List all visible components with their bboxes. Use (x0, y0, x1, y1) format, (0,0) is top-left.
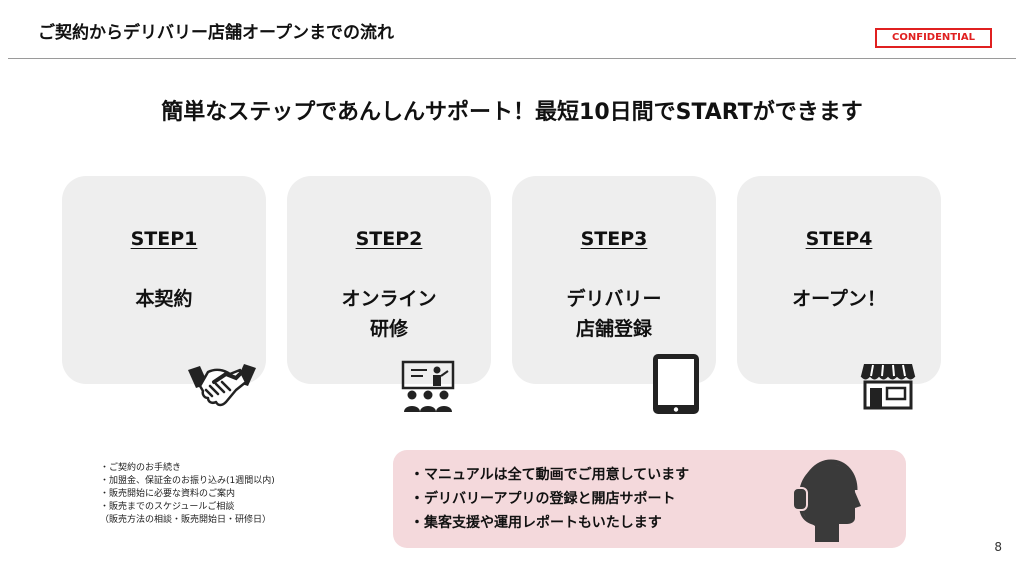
step-label-line1: 本契約 (135, 288, 193, 310)
contract-notes: ・ご契約のお手続き ・加盟金、保証金のお振り込み(1週間以内) ・販売開始に必要… (100, 462, 275, 527)
note-item: （販売方法の相談・販売開始日・研修日） (100, 515, 272, 525)
page-number: 8 (994, 540, 1002, 554)
header-divider (8, 58, 1016, 59)
page-title: ご契約からデリバリー店舗オープンまでの流れ (38, 23, 394, 43)
step-card-2: STEP2 オンライン 研修 (287, 176, 491, 384)
step-number: STEP3 (580, 228, 648, 250)
support-list: ・マニュアルは全て動画でご用意しています ・デリバリーアプリの登録と開店サポート… (410, 463, 689, 535)
presentation-training-icon (401, 360, 455, 412)
storefront-icon (860, 364, 916, 410)
step-label-line1: デリバリー (566, 288, 662, 310)
step-label-line2: 研修 (369, 318, 408, 340)
note-item: ・ご契約のお手続き (100, 463, 182, 473)
step-card-3: STEP3 デリバリー 店舗登録 (512, 176, 716, 384)
support-item: ・マニュアルは全て動画でご用意しています (410, 467, 690, 483)
step-number: STEP1 (130, 228, 198, 250)
step-label: オンライン 研修 (287, 284, 491, 344)
step-label-line2: 店舗登録 (575, 318, 652, 340)
note-item: ・販売までのスケジュールご相談 (100, 502, 235, 512)
step-card-4: STEP4 オープン！ (737, 176, 941, 384)
note-item: ・販売開始に必要な資料のご案内 (100, 489, 236, 499)
step-label: オープン！ (737, 284, 941, 314)
step-label: デリバリー 店舗登録 (512, 284, 716, 344)
support-box: ・マニュアルは全て動画でご用意しています ・デリバリーアプリの登録と開店サポート… (393, 450, 906, 548)
step-card-1: STEP1 本契約 (62, 176, 266, 384)
tablet-icon (653, 354, 699, 414)
confidential-badge: CONFIDENTIAL (875, 28, 992, 48)
handshake-icon (188, 364, 256, 407)
note-item: ・加盟金、保証金のお振り込み(1週間以内) (100, 476, 275, 486)
step-label: 本契約 (62, 284, 266, 314)
step-number: STEP2 (355, 228, 423, 250)
step-number: STEP4 (805, 228, 873, 250)
support-item: ・デリバリーアプリの登録と開店サポート (410, 491, 676, 507)
support-item: ・集客支援や運用レポートもいたします (410, 515, 662, 531)
step-label-line1: オンライン (341, 288, 437, 310)
headline: 簡単なステップであんしんサポート！最短10日間でSTARTができます (161, 100, 863, 125)
headset-operator-icon (792, 459, 861, 542)
step-label-line1: オープン！ (792, 288, 886, 310)
